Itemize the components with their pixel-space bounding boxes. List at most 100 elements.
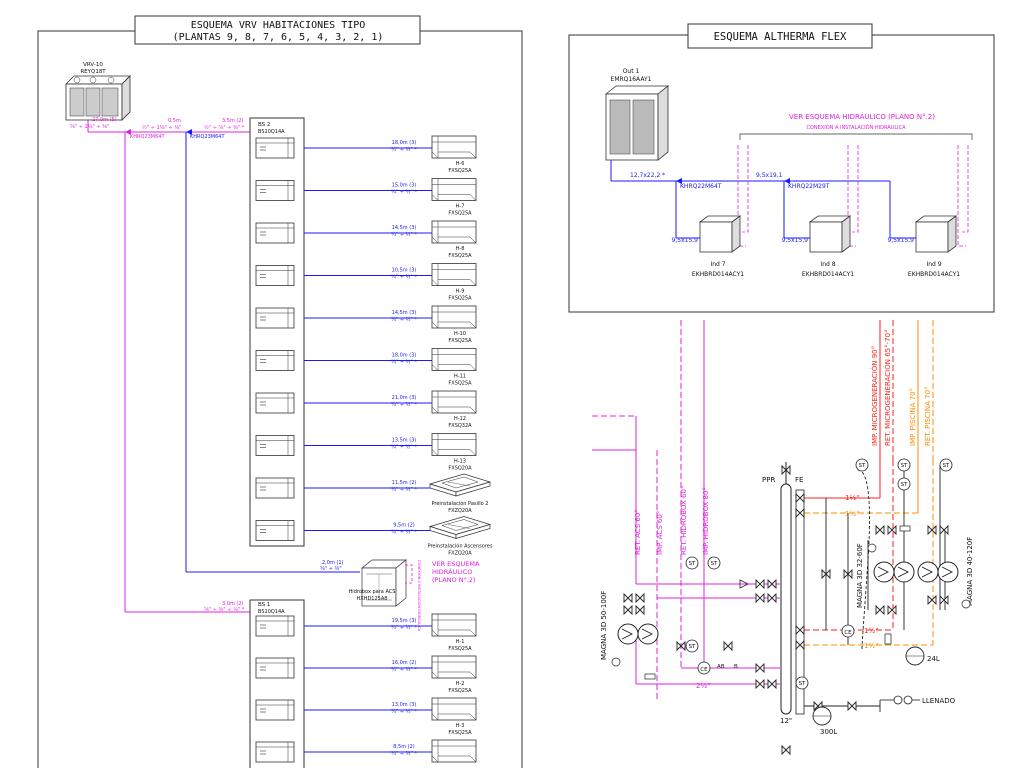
pipe-pair: ¼" ÷ ½" * — [391, 274, 417, 281]
vrv-outdoor-name: VRV-10 — [83, 62, 103, 68]
size-label-2: 1½" — [845, 510, 859, 518]
altherma-ver: VER ESQUEMA HIDRÁULICO (PLANO N°.2) — [789, 112, 935, 121]
ducted-unit — [431, 263, 477, 286]
size-label-4: 1½" — [864, 642, 878, 650]
branch-selector-port — [255, 350, 295, 371]
ducted-unit — [431, 433, 477, 456]
ind-name: Ind 9 — [926, 261, 941, 268]
llenado-label: LLENADO — [922, 697, 956, 705]
ducted-unit — [431, 348, 477, 371]
svg-text:CE: CE — [700, 667, 708, 673]
branch-selector-port — [255, 657, 295, 679]
run-length: 10,5m (3) — [392, 268, 417, 274]
unit-name: H-9 — [456, 289, 465, 295]
unit-name: H-11 — [454, 374, 466, 380]
bs1-feed-pipe: ⅝" ÷ ⅜" ÷ ⅛" * — [204, 607, 245, 613]
hydraulic-risers-right — [879, 320, 934, 470]
ver-esquema-2: HIDRÁULICO — [432, 567, 472, 576]
svg-text:ST: ST — [901, 463, 908, 469]
ducted-unit — [431, 613, 477, 637]
pump-left-label: MAGNA 3D 50-100F — [600, 591, 608, 660]
branch-selector-port — [255, 392, 295, 414]
unit-model: FXZQ20A — [448, 551, 472, 557]
branch-selector-port — [255, 741, 295, 763]
black-piping — [804, 465, 946, 712]
vrv-subtitle: (PLANTAS 9, 8, 7, 6, 5, 4, 3, 2, 1) — [173, 32, 384, 43]
hidrobox-pipe: ⅝" ÷ ⅜" — [320, 566, 342, 572]
altherma-out-model: EMRQ16AAY1 — [611, 76, 652, 83]
ppr-label: PPR — [762, 476, 775, 484]
bs1-feed-len: 3,0m (2) — [222, 601, 244, 607]
unit-name: H-2 — [456, 681, 465, 687]
run-length: 9,5m (2) — [393, 523, 415, 529]
acs-lines — [592, 415, 780, 700]
collector-right — [795, 489, 805, 715]
ind-pipe: 9,5x15,9 — [672, 237, 699, 244]
ducted-unit — [431, 220, 477, 244]
run-length: 8,5m (2) — [393, 744, 415, 750]
branch-selector-port — [255, 307, 295, 329]
unit-model: FXSQ25A — [448, 381, 472, 387]
ducted-unit — [431, 655, 477, 679]
altherma-schematic: ESQUEMA ALTHERMA FLEX Out 1 EMRQ16AAY1 V… — [568, 23, 995, 313]
bs1-box — [249, 599, 305, 768]
filling-assembly — [880, 695, 920, 705]
ver-esquema-3: (PLANO N°.2) — [432, 576, 476, 584]
seg2-pipe: ½" ÷ 1⅛" ÷ ⅜" — [142, 124, 181, 131]
unit-name: H-8 — [456, 246, 465, 252]
riser-label: IMP. ACS 60° — [656, 511, 664, 555]
unit-name: H-13 — [454, 459, 466, 465]
branch-selector-port — [255, 222, 295, 244]
cassette-unit — [429, 516, 491, 539]
vrv-refrigerant-main — [87, 120, 250, 613]
run-length: 14,5m (3) — [392, 225, 417, 231]
gauge-1 — [611, 657, 621, 667]
size-label-5: 2½" — [696, 682, 710, 690]
run-length: 21,0m (3) — [392, 395, 417, 401]
branch-selector-port — [255, 615, 295, 637]
bs1-name: BS 1 — [258, 602, 270, 608]
branch-selector-port — [255, 520, 295, 541]
expansion-tank-24 — [905, 646, 925, 666]
vrv-title-box — [134, 15, 421, 45]
accessory-3 — [884, 633, 892, 645]
bs2-model: BS10Q14A — [258, 129, 285, 135]
hidrobox-conn-lines — [405, 564, 413, 584]
hidrobox-len: 2,0m (1) — [322, 560, 344, 566]
st-sensor: ST — [795, 676, 809, 690]
ind-pipe: 9,5x15,9 — [782, 237, 809, 244]
gauge-3 — [961, 599, 971, 609]
ind-model: EKHBRD014ACY1 — [908, 271, 960, 278]
unit-name: H-6 — [456, 161, 465, 167]
altherma-seg2: 9,5x19,1 — [756, 172, 783, 179]
branch-selector-port — [255, 265, 295, 286]
ducted-unit — [431, 697, 477, 721]
seg1-pipe: ⅝" ÷ 1⅛" ÷ ⅜" — [70, 124, 109, 130]
accessory-2 — [899, 525, 911, 532]
ind-name: Ind 8 — [820, 261, 835, 268]
riser-label: IMP. HIDROBOX 80° — [702, 487, 710, 555]
pipe-pair: ¼" ÷ ½" * — [391, 486, 417, 493]
altherma-refrigerant — [610, 160, 916, 239]
svg-text:ST: ST — [859, 463, 866, 469]
vertical-labels-right: IMP. MICROGENERACIÓN 90°RET. MICROGENERA… — [870, 329, 932, 446]
joint2-label: KHRQ23M64T — [190, 134, 225, 140]
svg-text:ST: ST — [799, 681, 806, 687]
branch-selector-port — [255, 699, 295, 721]
branch-selector-port — [255, 477, 295, 499]
size-label-3: 1½" — [864, 627, 878, 635]
bs2-row: 9,5m (2)¼" ÷ ½" *Preinstalación Ascensor… — [255, 516, 493, 557]
altherma-bracket — [739, 133, 973, 140]
cassette-unit — [429, 473, 491, 497]
bs1-row: 8,5m (2)¼" ÷ ½" * — [255, 739, 477, 763]
